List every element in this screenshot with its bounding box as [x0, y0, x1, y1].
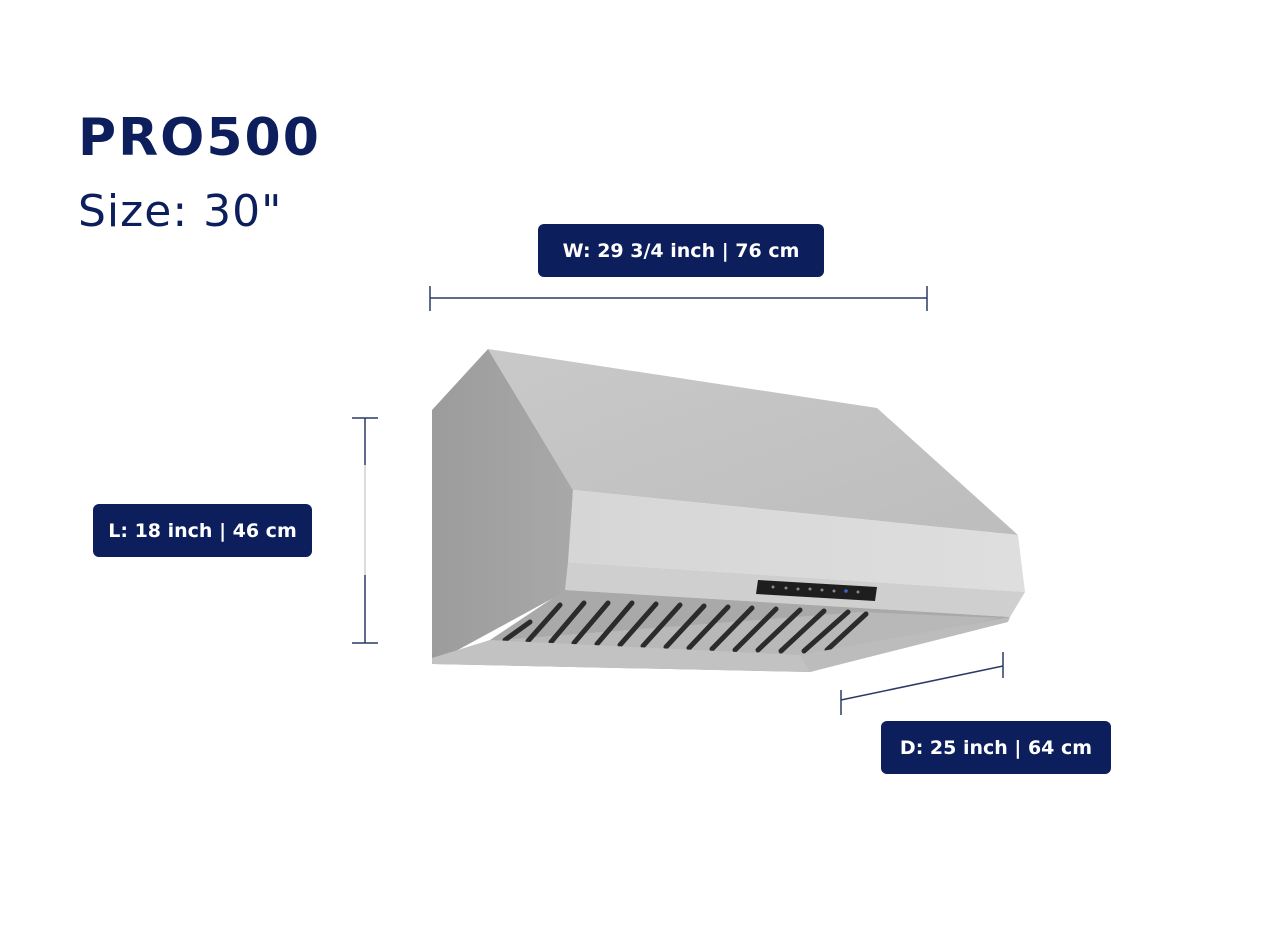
length-label: L: 18 inch | 46 cm [93, 504, 312, 557]
control-panel [756, 580, 877, 601]
size-subtitle: Size: 30" [78, 186, 283, 237]
depth-label: D: 25 inch | 64 cm [881, 721, 1111, 774]
hood-body [432, 349, 1025, 672]
depth-dimension-line [840, 652, 1004, 715]
length-dimension-line [352, 417, 378, 644]
width-dimension-line [429, 286, 928, 311]
width-label: W: 29 3/4 inch | 76 cm [538, 224, 824, 277]
model-title: PRO500 [78, 108, 321, 168]
